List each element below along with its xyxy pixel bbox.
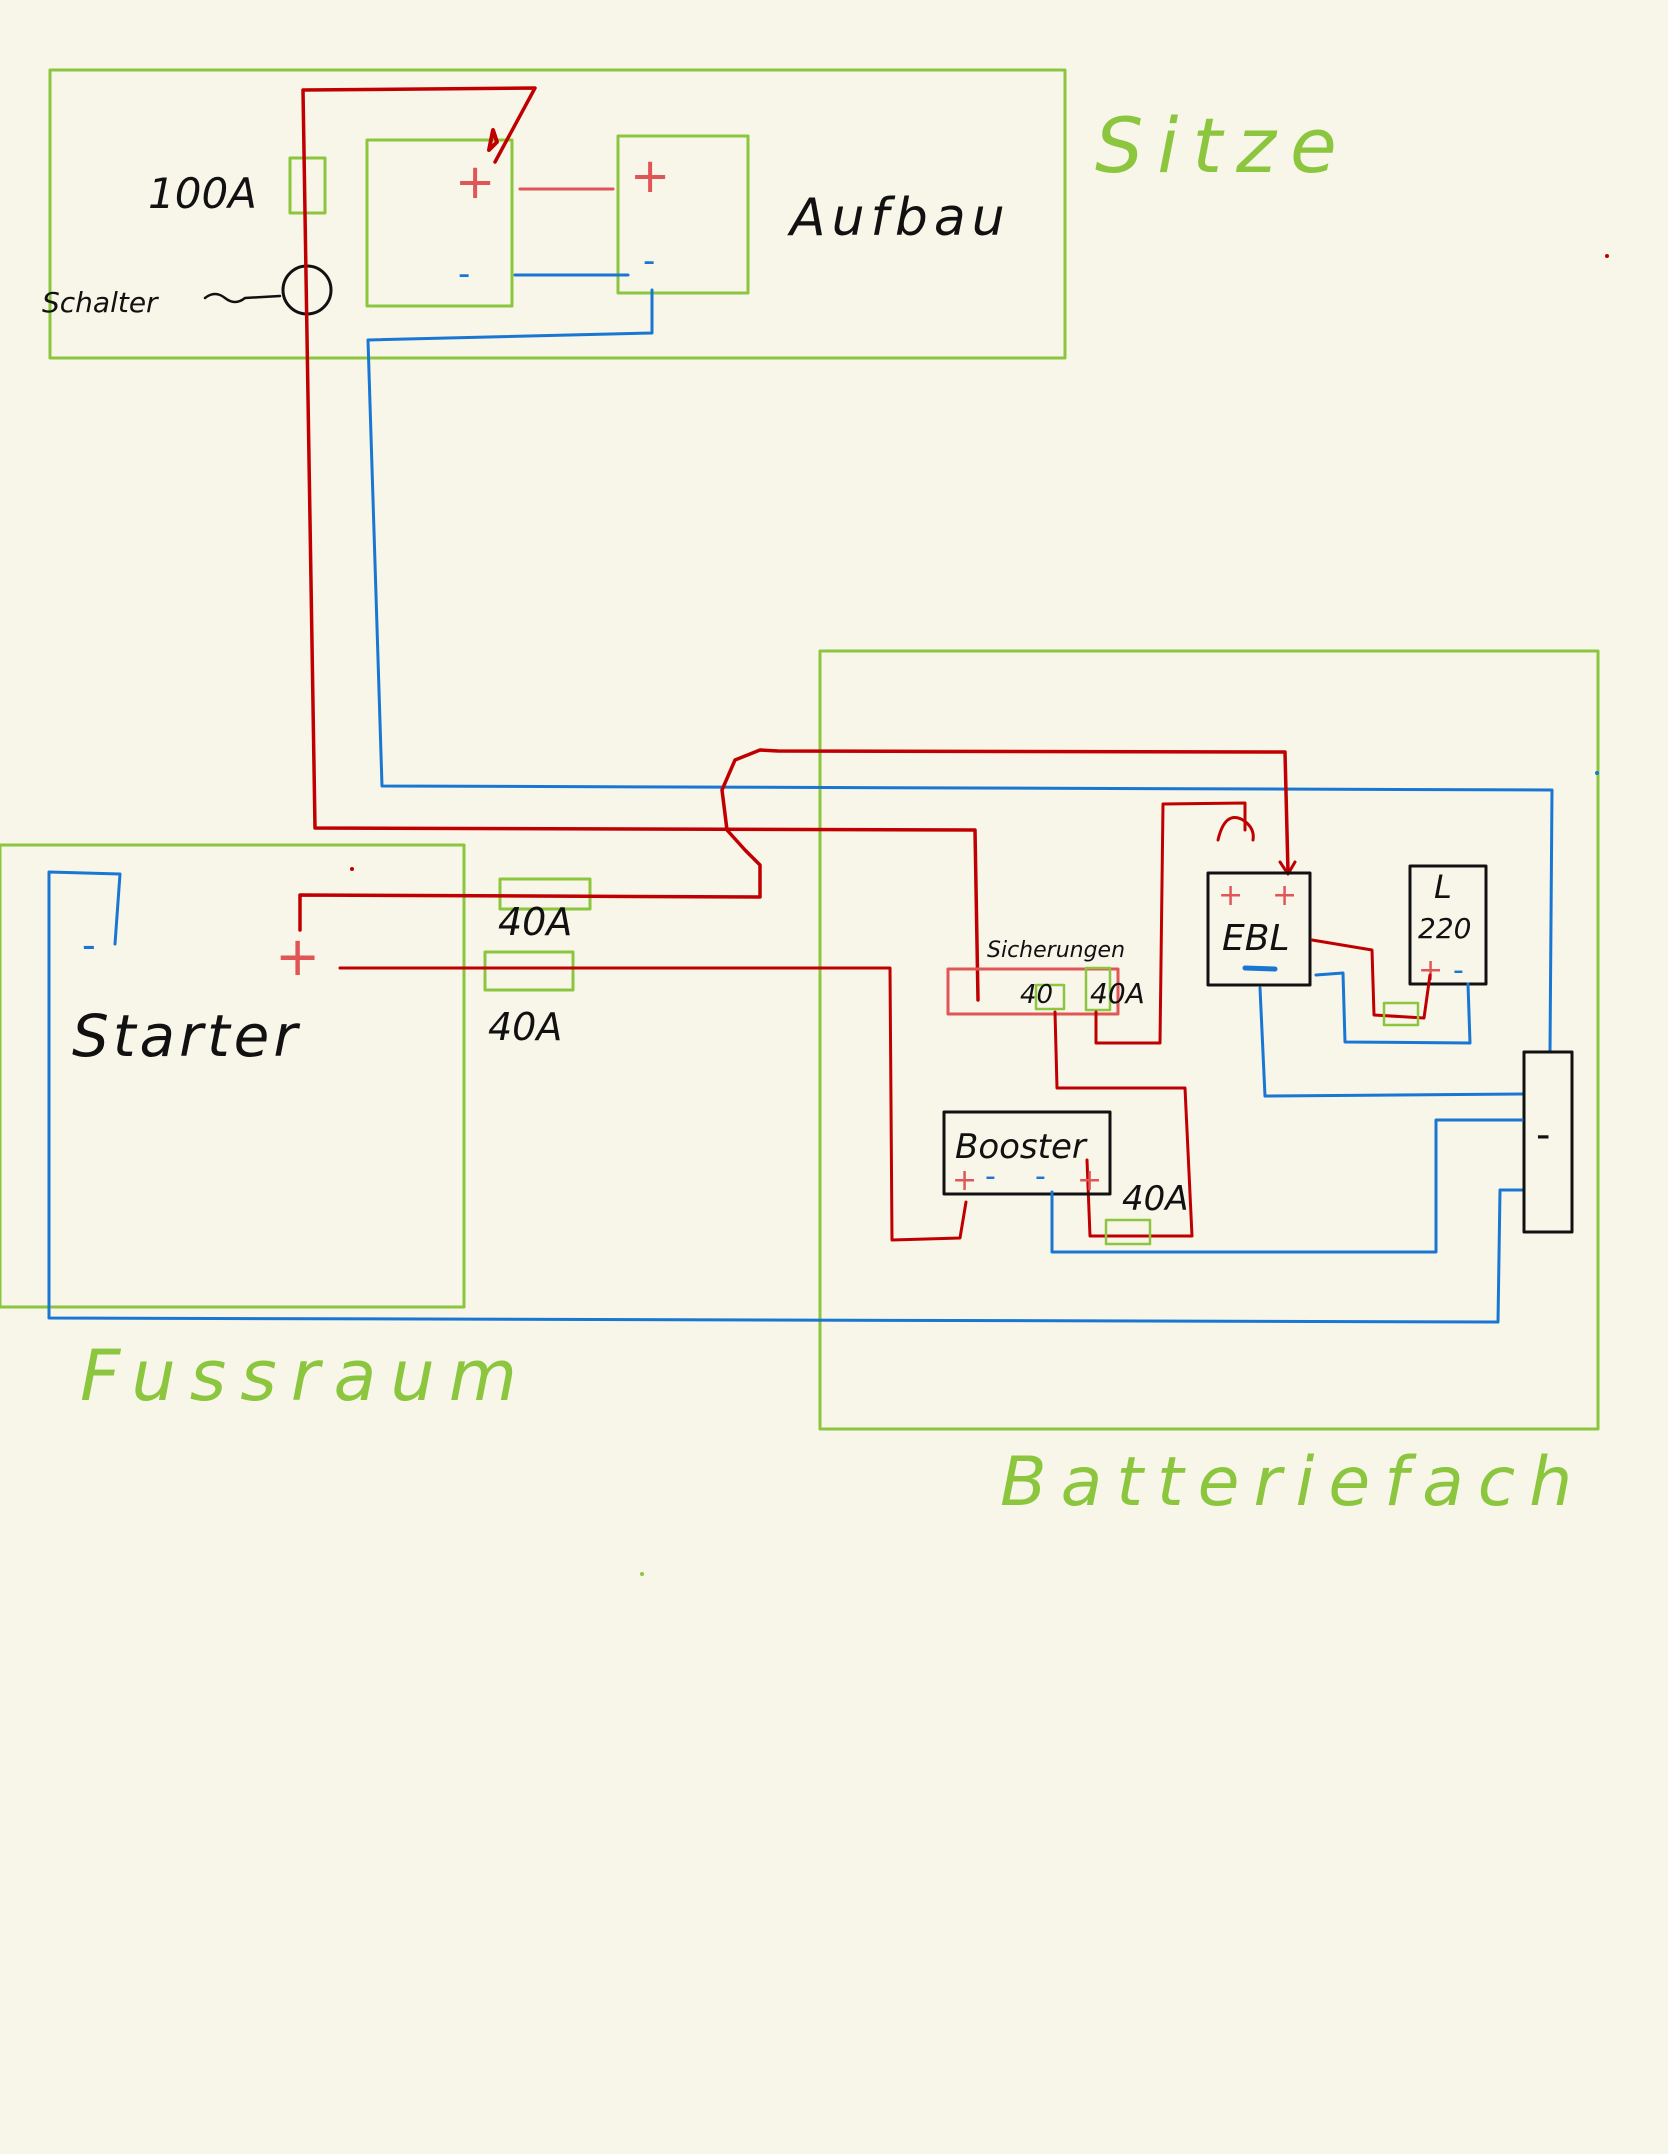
minus-bar: [1522, 1050, 1574, 1234]
sitze-title: Sitze: [1095, 101, 1351, 190]
booster-minus-2: -: [1035, 1159, 1046, 1194]
minus-bar-label: -: [1536, 1112, 1550, 1158]
booster-box: [942, 1110, 1112, 1196]
sicherungen-label: Sicherungen: [987, 938, 1125, 963]
batteriefach-title: Batteriefach: [1000, 1443, 1586, 1522]
ebl-minus-mark: [1242, 965, 1278, 972]
aufbau-battery-2: [616, 134, 750, 295]
ebl-plus-1: +: [1218, 878, 1243, 913]
batteriefach-area: [818, 649, 1600, 1431]
fuse-block-slot-2: [1084, 966, 1112, 1012]
stray-dot-green: [640, 1572, 644, 1576]
fuse-40a-booster: [1104, 1218, 1152, 1246]
starter-booster-cable: [338, 966, 968, 1242]
fuse-ebl-l220: [1382, 1001, 1420, 1027]
fuse-booster-cable: [1053, 1010, 1194, 1238]
battery-1-minus: -: [458, 254, 470, 294]
l220-box: [1408, 864, 1488, 986]
ebl-plus-2: +: [1272, 878, 1297, 913]
schalter-wire-mark: [203, 292, 282, 304]
ebl-loop: [1216, 816, 1255, 842]
ebl-label: EBL: [1222, 918, 1290, 959]
fuse-block: [946, 967, 1120, 1016]
ebl-box: [1206, 871, 1312, 987]
l220-minus: -: [1453, 953, 1464, 988]
stray-dot-red-2: [350, 867, 354, 871]
booster-minus-cable: [1050, 1118, 1524, 1254]
fussraum-area: [0, 843, 466, 1309]
booster-plus-2: +: [1077, 1163, 1102, 1198]
plus-cable-tip: [487, 128, 499, 152]
starter-minus-cable: [47, 870, 1524, 1324]
fuse-block-slot-1: [1034, 983, 1066, 1011]
ebl-l220-plus-cable: [1310, 938, 1432, 1020]
fuse-40a-lower: [483, 950, 575, 992]
fussraum-title: Fussraum: [80, 1335, 531, 1417]
battery-2-plus: +: [630, 148, 670, 204]
aufbau-battery-1: [365, 138, 514, 308]
fuse-block-40: 40: [1020, 980, 1053, 1010]
schalter-label: Schalter: [42, 286, 159, 319]
l220-value-label: 220: [1418, 912, 1471, 945]
battery-2-minus: -: [643, 241, 655, 281]
main-minus-cable: [366, 288, 1554, 1054]
battery-1-plus: +: [455, 154, 495, 210]
starter-ebl-cable: [298, 748, 1290, 932]
starter-minus: -: [82, 923, 96, 967]
stray-dot-red-1: [1605, 254, 1609, 258]
ebl-l220-minus-cable: [1314, 971, 1472, 1045]
stray-dot-blue: [1595, 771, 1599, 775]
fuse-40a-lower-label: 40A: [488, 1005, 562, 1049]
main-plus-cable: [301, 86, 980, 1002]
fuse-100a-label: 100A: [148, 169, 257, 218]
aufbau-label: Aufbau: [787, 188, 1011, 248]
ebl-minus-cable: [1258, 986, 1524, 1098]
sitze-area: [48, 68, 1067, 360]
l220-plus: +: [1418, 953, 1443, 988]
fuse-40a-upper-label: 40A: [498, 900, 572, 944]
fuse-ebl-cable: [1094, 801, 1247, 1045]
fuse-40a-booster-label: 40A: [1122, 1179, 1189, 1219]
booster-minus-1: -: [985, 1159, 996, 1194]
booster-label: Booster: [955, 1127, 1088, 1167]
starter-label: Starter: [72, 1002, 301, 1070]
booster-plus-1: +: [952, 1163, 977, 1198]
l220-top-label: L: [1434, 868, 1452, 906]
starter-plus: +: [275, 925, 320, 988]
fuse-block-40a: 40A: [1090, 977, 1145, 1010]
fuse-40a-upper: [498, 877, 592, 911]
fuse-100a: [288, 156, 327, 215]
